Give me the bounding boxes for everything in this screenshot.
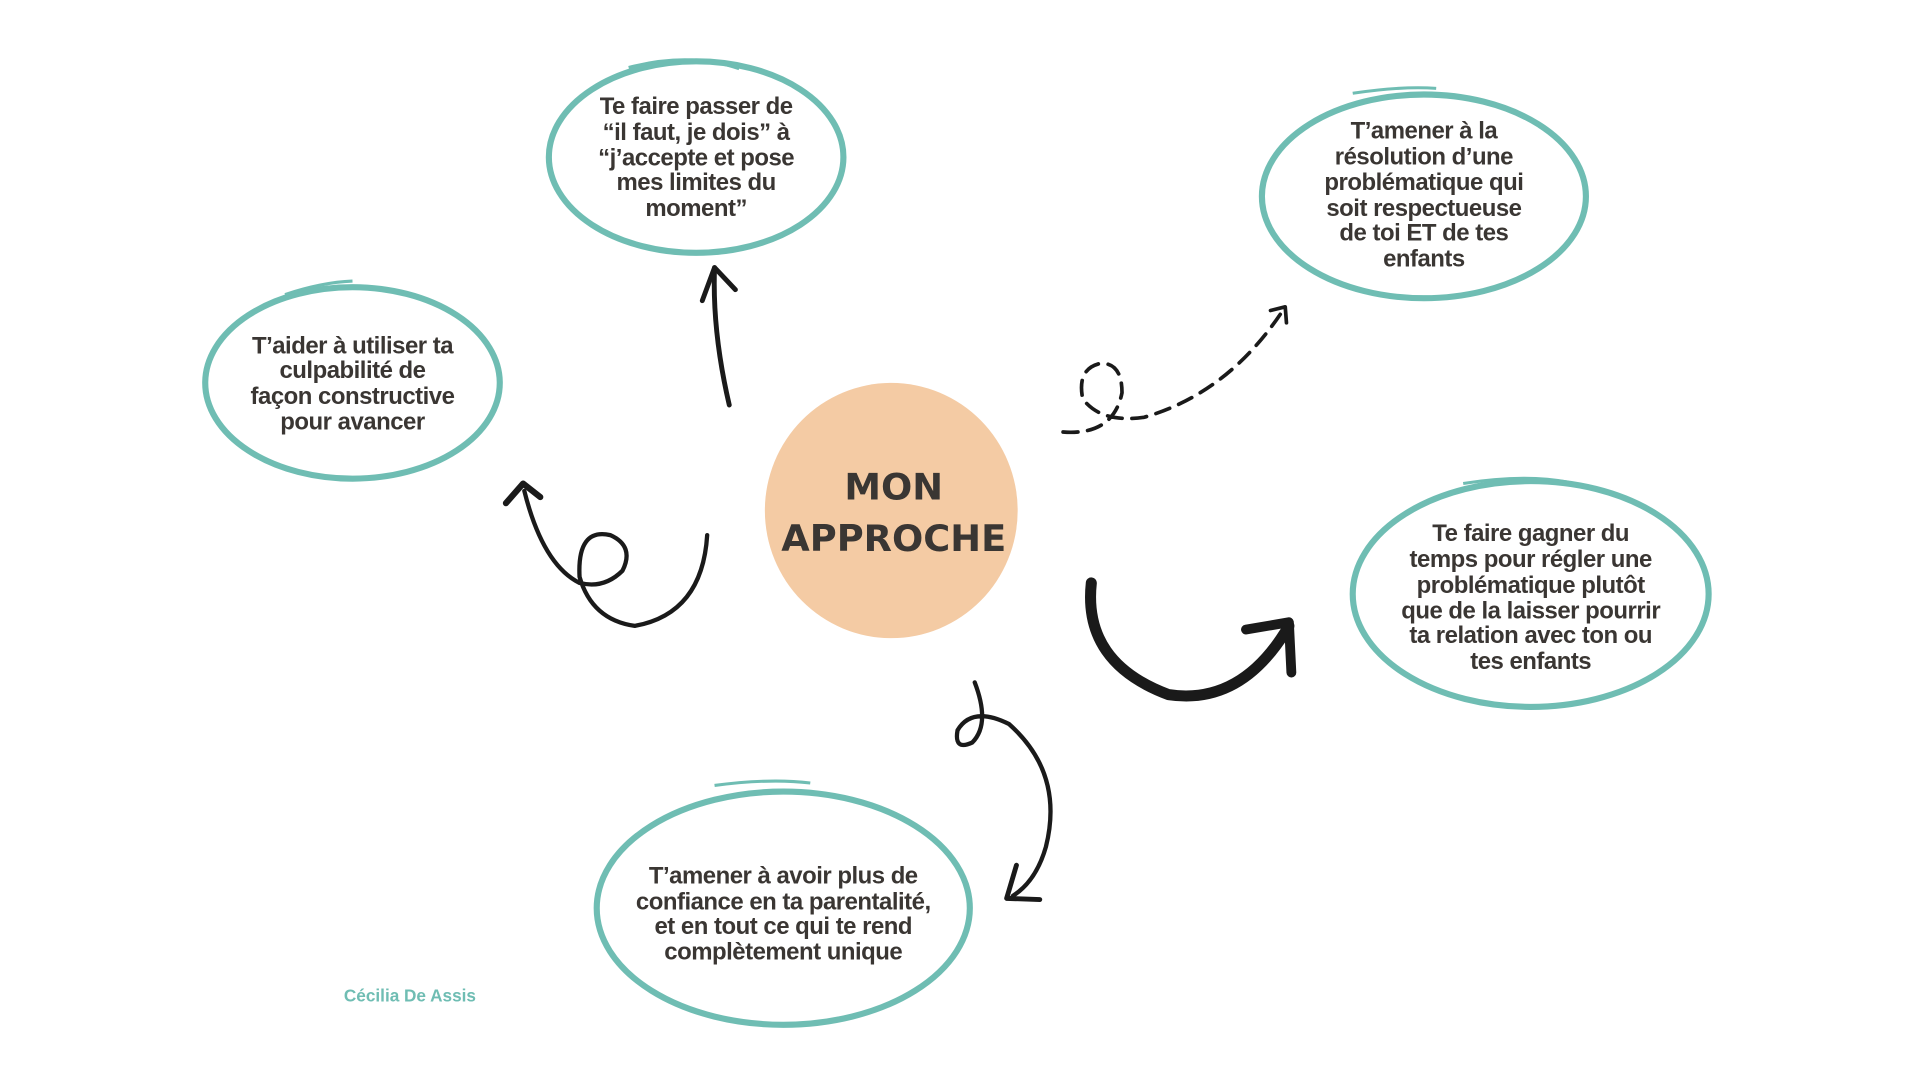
bubble-line: temps pour régler une	[1410, 546, 1652, 573]
bubble-ring-stroke	[628, 58, 740, 71]
bubble-line: que de la laisser pourrir	[1401, 598, 1660, 625]
bubble-limits: Te faire passer de “il faut, je dois” à …	[545, 58, 847, 256]
bubble-line: Te faire passer de	[600, 93, 793, 120]
bubble-line: résolution d’une	[1335, 143, 1513, 170]
bubble-line: problématique plutôt	[1417, 572, 1646, 599]
bubble-line: problématique qui	[1324, 169, 1523, 196]
bubble-line: et en tout ce qui te rend	[654, 913, 912, 940]
author-signature: Cécilia De Assis	[344, 985, 476, 1005]
arrow-loop-down	[954, 680, 1053, 903]
bubble-confidence: T’amener à avoir plus de confiance en ta…	[593, 779, 973, 1028]
bubble-guilt: T’aider à utiliser ta culpabilité de faç…	[202, 279, 503, 482]
arrow-up	[699, 265, 738, 408]
bubble-line: T’aider à utiliser ta	[252, 332, 454, 359]
arrow-heart-loop	[502, 480, 710, 629]
bubble-ring-stroke	[1462, 476, 1570, 486]
bubble-line: enfants	[1383, 245, 1465, 272]
bubble-line: T’amener à la	[1351, 118, 1499, 145]
bubble-line: soit respectueuse	[1326, 195, 1521, 222]
bubble-time: Te faire gagner du temps pour régler une…	[1349, 476, 1712, 710]
center-node: MON APPROCHE	[764, 382, 1018, 639]
arrow-dashed-loop	[1061, 304, 1289, 435]
bubble-resolution: T’amener à la résolution d’une problémat…	[1258, 86, 1589, 302]
bubble-line: confiance en ta parentalité,	[636, 888, 931, 915]
bubble-line: Te faire gagner du	[1432, 520, 1629, 547]
bubble-ring	[593, 788, 973, 1028]
bubble-ring	[202, 284, 503, 482]
bubble-line: “il faut, je dois” à	[603, 119, 791, 146]
bubble-line: pour avancer	[280, 409, 425, 436]
bubble-line: “j’accepte et pose	[598, 145, 794, 172]
center-title-line: APPROCHE	[781, 517, 1006, 560]
bubble-ring	[1349, 478, 1712, 710]
bubble-line: moment”	[645, 195, 747, 222]
bubble-line: T’amener à avoir plus de	[649, 863, 918, 890]
center-title-line: MON	[844, 466, 943, 509]
bubble-line: culpabilité de	[280, 357, 426, 384]
center-circle	[764, 382, 1018, 639]
bubble-line: complètement unique	[664, 939, 902, 966]
bubble-line: ta relation avec ton ou	[1409, 622, 1652, 649]
bubble-ring-stroke	[284, 279, 353, 297]
bubble-ring	[1258, 91, 1589, 302]
bubble-line: façon constructive	[251, 383, 455, 410]
bubble-line: tes enfants	[1470, 648, 1591, 675]
arrow-curve-right	[1085, 577, 1297, 702]
bubble-ring-stroke	[714, 779, 811, 787]
bubble-ring-stroke	[1352, 86, 1437, 95]
bubble-line: mes limites du	[616, 169, 775, 196]
bubble-line: de toi ET de tes	[1339, 220, 1508, 247]
